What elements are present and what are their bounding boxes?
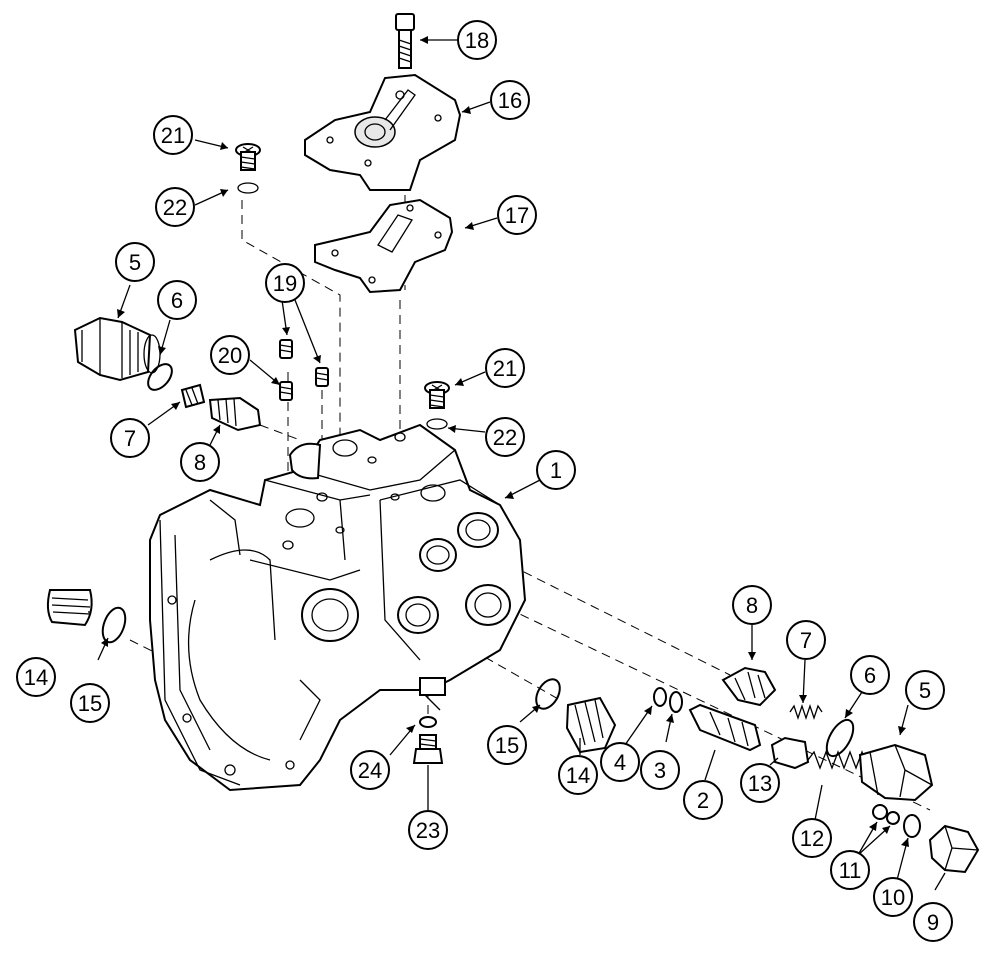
- callout-label: 23: [416, 818, 440, 843]
- callout-3: 3: [640, 750, 680, 790]
- callout-14-lower: 14: [558, 755, 598, 795]
- callout-10: 10: [873, 877, 913, 917]
- callout-21-right: 21: [485, 348, 525, 388]
- callout-6-right: 6: [850, 655, 890, 695]
- leader-arrows: [88, 36, 946, 891]
- callout-label: 10: [881, 885, 905, 910]
- callout-11: 11: [830, 850, 870, 890]
- callout-label: 18: [465, 28, 489, 53]
- callout-5-left: 5: [115, 242, 155, 282]
- plug-upper-left: [235, 143, 261, 194]
- callout-label: 1: [550, 458, 562, 483]
- callout-21-top: 21: [153, 115, 193, 155]
- bolt: [395, 13, 415, 69]
- callout-label: 7: [124, 426, 136, 451]
- callout-label: 20: [218, 343, 242, 368]
- cover-plate: [304, 73, 462, 191]
- callout-label: 19: [273, 271, 297, 296]
- callout-label: 22: [493, 425, 517, 450]
- callout-label: 24: [358, 758, 382, 783]
- spool-valve-right: [653, 666, 980, 874]
- callout-15-lower: 15: [487, 725, 527, 765]
- callout-24: 24: [350, 750, 390, 790]
- callout-label: 13: [748, 771, 772, 796]
- callout-12: 12: [792, 818, 832, 858]
- callout-label: 22: [163, 195, 187, 220]
- callout-14-left: 14: [16, 657, 56, 697]
- callout-label: 21: [493, 356, 517, 381]
- gasket: [314, 198, 454, 294]
- callout-4: 4: [600, 742, 640, 782]
- callout-7-right: 7: [786, 620, 826, 660]
- plug-left: [46, 589, 127, 644]
- callout-23: 23: [408, 810, 448, 850]
- callout-label: 8: [746, 593, 758, 618]
- callout-label: 11: [839, 858, 862, 883]
- callout-8-left: 8: [180, 442, 220, 482]
- callouts: 18 16 21 22 17 5 6 19 20 21 7 8 22 1 8 7…: [16, 20, 953, 942]
- set-screws: [279, 339, 329, 401]
- callout-label: 21: [161, 123, 185, 148]
- callout-5-right: 5: [905, 670, 945, 710]
- plug-lower: [535, 678, 617, 754]
- callout-8-right: 8: [732, 585, 772, 625]
- callout-label: 14: [566, 763, 590, 788]
- callout-label: 6: [864, 663, 876, 688]
- callout-label: 8: [194, 450, 206, 475]
- callout-label: 16: [498, 88, 522, 113]
- callout-label: 3: [654, 758, 666, 783]
- callout-label: 2: [697, 788, 709, 813]
- callout-label: 9: [927, 910, 939, 935]
- callout-label: 15: [495, 733, 519, 758]
- callout-label: 5: [129, 250, 141, 275]
- callout-label: 7: [800, 628, 812, 653]
- callout-1: 1: [536, 450, 576, 490]
- drain-plug: [412, 716, 444, 764]
- callout-label: 5: [919, 678, 931, 703]
- callout-9: 9: [913, 902, 953, 942]
- callout-13: 13: [740, 763, 780, 803]
- callout-17: 17: [497, 195, 537, 235]
- plug-right: [424, 381, 450, 430]
- callout-16: 16: [490, 80, 530, 120]
- pump-housing: [149, 423, 527, 792]
- callout-label: 6: [171, 288, 183, 313]
- callout-label: 15: [78, 691, 102, 716]
- callout-18: 18: [457, 20, 497, 60]
- callout-label: 12: [800, 826, 824, 851]
- callout-6-left: 6: [157, 280, 197, 320]
- callout-15-left: 15: [70, 683, 110, 723]
- callout-19: 19: [265, 263, 305, 303]
- callout-label: 14: [24, 665, 48, 690]
- callout-label: 17: [505, 203, 529, 228]
- callout-7-left: 7: [110, 418, 150, 458]
- callout-label: 4: [614, 750, 626, 775]
- callout-22-top: 22: [155, 187, 195, 227]
- callout-2: 2: [683, 780, 723, 820]
- callout-22-right: 22: [485, 417, 525, 457]
- callout-20: 20: [210, 335, 250, 375]
